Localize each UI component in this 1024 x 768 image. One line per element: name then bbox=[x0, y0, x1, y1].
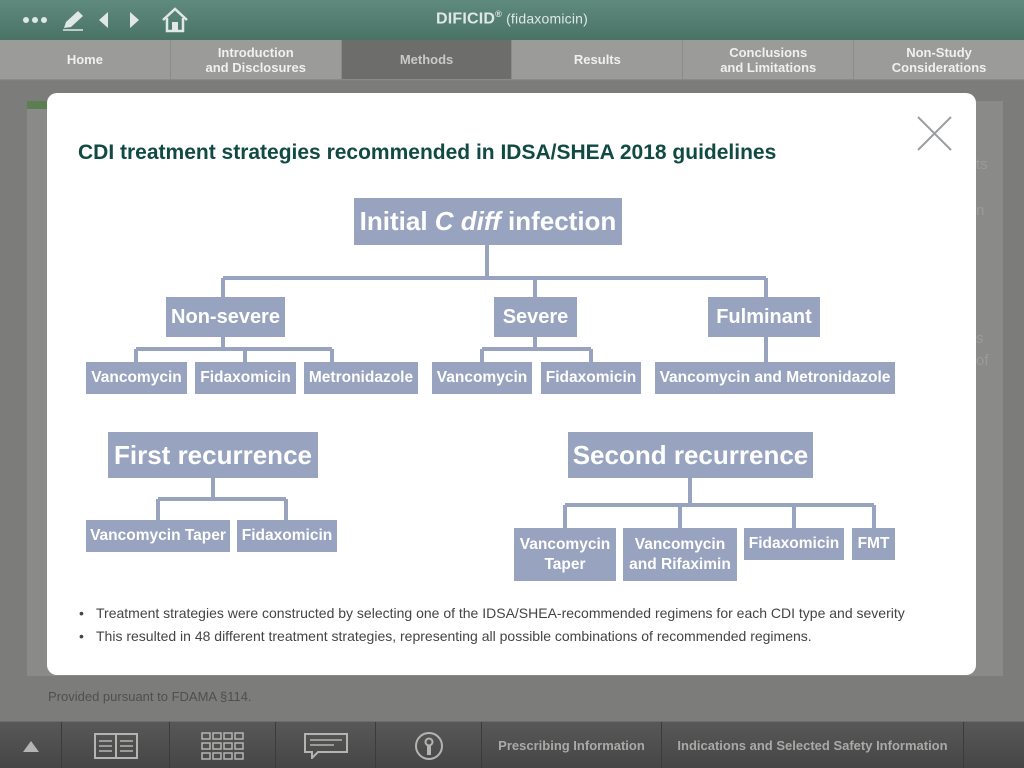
background-text-fragment: s bbox=[976, 330, 984, 347]
tree-connectors bbox=[134, 245, 876, 528]
prescribing-information-button[interactable]: Prescribing Information bbox=[482, 722, 662, 768]
non-severe-option: Vancomycin bbox=[86, 362, 187, 394]
tab-results[interactable]: Results bbox=[512, 40, 684, 79]
indications-safety-label: Indications and Selected Safety Informat… bbox=[677, 738, 948, 753]
initial-infection-prefix: Initial bbox=[359, 206, 435, 236]
tab-introduction[interactable]: Introduction and Disclosures bbox=[171, 40, 342, 79]
severe-option: Vancomycin bbox=[432, 362, 532, 394]
app-title-name: DIFICID bbox=[435, 10, 496, 28]
first-recurrence-box: First recurrence bbox=[108, 432, 318, 478]
second-recurrence-box: Second recurrence bbox=[568, 432, 813, 478]
initial-infection-organism: C diff bbox=[434, 206, 501, 236]
grid-icon[interactable] bbox=[170, 722, 276, 768]
first-recurrence-option: Vancomycin Taper bbox=[86, 520, 230, 552]
footnote-bullets: Treatment strategies were constructed by… bbox=[79, 602, 905, 648]
panel-accent bbox=[27, 101, 49, 109]
tab-non-study[interactable]: Non-Study Considerations bbox=[891, 44, 987, 75]
non-severe-box: Non-severe bbox=[166, 297, 285, 337]
second-recurrence-option: Vancomycin Taper bbox=[514, 528, 616, 581]
fulminant-box: Fulminant bbox=[708, 297, 820, 337]
back-icon[interactable] bbox=[92, 6, 114, 34]
app-subtitle: (fidaxomicin) bbox=[501, 10, 589, 27]
tab-methods[interactable]: Methods bbox=[341, 40, 513, 79]
close-icon bbox=[917, 116, 952, 151]
close-button[interactable] bbox=[915, 114, 955, 154]
bottom-bar-spacer bbox=[964, 722, 1024, 768]
fdama-note: Provided pursuant to FDAMA §114. bbox=[48, 689, 252, 704]
second-recurrence-option: Fidaxomicin bbox=[744, 528, 844, 560]
bullet-item: This resulted in 48 different treatment … bbox=[79, 625, 905, 648]
non-severe-option: Metronidazole bbox=[304, 362, 418, 394]
initial-infection-suffix: infection bbox=[500, 206, 617, 236]
top-bar: DIFICID® (fidaxomicin) bbox=[0, 0, 1024, 40]
second-recurrence-option: Vancomycin and Rifaximin bbox=[623, 528, 737, 581]
tab-conclusions[interactable]: Conclusions and Limitations bbox=[683, 40, 855, 79]
book-icon[interactable] bbox=[62, 722, 170, 768]
app-title: DIFICID® (fidaxomicin) bbox=[0, 9, 1024, 28]
collapse-up-icon[interactable] bbox=[0, 722, 62, 768]
fulminant-option: Vancomycin and Metronidazole bbox=[655, 362, 895, 394]
notes-icon[interactable] bbox=[276, 722, 376, 768]
background-text-fragment: ts bbox=[976, 156, 988, 173]
bullet-item: Treatment strategies were constructed by… bbox=[79, 602, 905, 625]
severe-box: Severe bbox=[494, 297, 577, 337]
bottom-bar: Prescribing Information Indications and … bbox=[0, 721, 1024, 768]
background-text-fragment: n bbox=[976, 202, 985, 219]
tab-home[interactable]: Home bbox=[0, 40, 171, 79]
home-icon[interactable] bbox=[158, 6, 192, 34]
forward-icon[interactable] bbox=[124, 6, 146, 34]
main-nav: Home Introduction and Disclosures Method… bbox=[0, 40, 1024, 80]
more-icon[interactable] bbox=[18, 6, 52, 34]
info-icon[interactable] bbox=[376, 722, 482, 768]
non-severe-option: Fidaxomicin bbox=[195, 362, 296, 394]
indications-safety-button[interactable]: Indications and Selected Safety Informat… bbox=[662, 722, 964, 768]
modal-title: CDI treatment strategies recommended in … bbox=[78, 141, 777, 164]
initial-infection-box: Initial C diff infection bbox=[354, 198, 622, 245]
first-recurrence-option: Fidaxomicin bbox=[237, 520, 337, 552]
severe-option: Fidaxomicin bbox=[541, 362, 641, 394]
prescribing-information-label: Prescribing Information bbox=[498, 738, 645, 753]
second-recurrence-option: FMT bbox=[852, 528, 895, 560]
treatment-strategies-modal: CDI treatment strategies recommended in … bbox=[47, 93, 976, 675]
registered-mark: ® bbox=[495, 9, 502, 19]
background-text-fragment: of bbox=[976, 352, 989, 369]
pencil-icon[interactable] bbox=[58, 6, 88, 34]
